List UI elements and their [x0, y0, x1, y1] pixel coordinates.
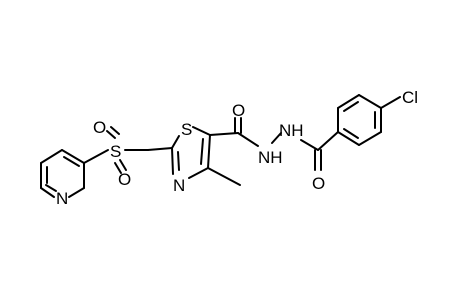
atom-o-amide1: O: [232, 101, 245, 120]
bond-c-ring: [317, 131, 339, 151]
bond-c-nh1: [237, 132, 259, 147]
bond-nh-nh: [271, 132, 282, 144]
bond-bz-2b: [343, 101, 359, 112]
atom-cl: Cl: [402, 88, 418, 107]
bond-thz-c5-c4b: [200, 138, 204, 165]
bond-methyl: [207, 167, 241, 186]
bond-bz-6: [337, 131, 360, 146]
bond-ch2-c2: [147, 147, 173, 151]
bond-s-o1b: [110, 126, 120, 135]
bond-pyr-5b: [45, 184, 57, 192]
atom-s-sulfonyl: S: [110, 142, 121, 161]
bond-ring-cl: [380, 96, 401, 109]
atom-n-pyridine: N: [56, 189, 68, 208]
atom-s-thiazole: S: [181, 120, 192, 139]
bond-bz-3: [358, 94, 382, 109]
bond-pyr-2b: [63, 156, 80, 167]
bond-bz-6b: [343, 128, 359, 139]
bond-thz-c5-c4: [207, 134, 211, 169]
atom-nh-2: NH: [279, 121, 304, 140]
bond-c5-co: [209, 132, 239, 136]
bond-thz-n-c2b: [177, 151, 180, 171]
bond-s-o1a: [106, 130, 116, 139]
bond-bz-2: [337, 94, 360, 109]
bond-pyr-4: [68, 187, 85, 198]
atom-labels: Cl O NH NH O S N S O O N: [56, 88, 418, 208]
bond-thz-n-c2: [171, 147, 174, 175]
atom-o-amide2: O: [312, 174, 325, 193]
atom-nh-1: NH: [258, 148, 283, 167]
atom-o-sulfonyl-2: O: [118, 170, 131, 189]
bond-thz-c4-n: [188, 167, 209, 179]
bond-pyr-5: [40, 187, 55, 198]
bond-bz-5: [358, 131, 382, 146]
bond-pyr-1: [40, 149, 63, 164]
bond-s-o2a: [114, 162, 122, 174]
bonds: [40, 94, 401, 198]
bond-nh-c: [300, 139, 319, 151]
atom-o-sulfonyl-1: O: [93, 118, 106, 137]
bond-pyr-2: [61, 149, 85, 164]
bond-thz-s-c5: [192, 126, 211, 136]
atom-n-thiazole: N: [173, 176, 185, 195]
bond-thz-c2-s: [171, 135, 180, 149]
bond-pyr-s: [83, 149, 109, 164]
bond-s-o2b: [119, 159, 127, 171]
